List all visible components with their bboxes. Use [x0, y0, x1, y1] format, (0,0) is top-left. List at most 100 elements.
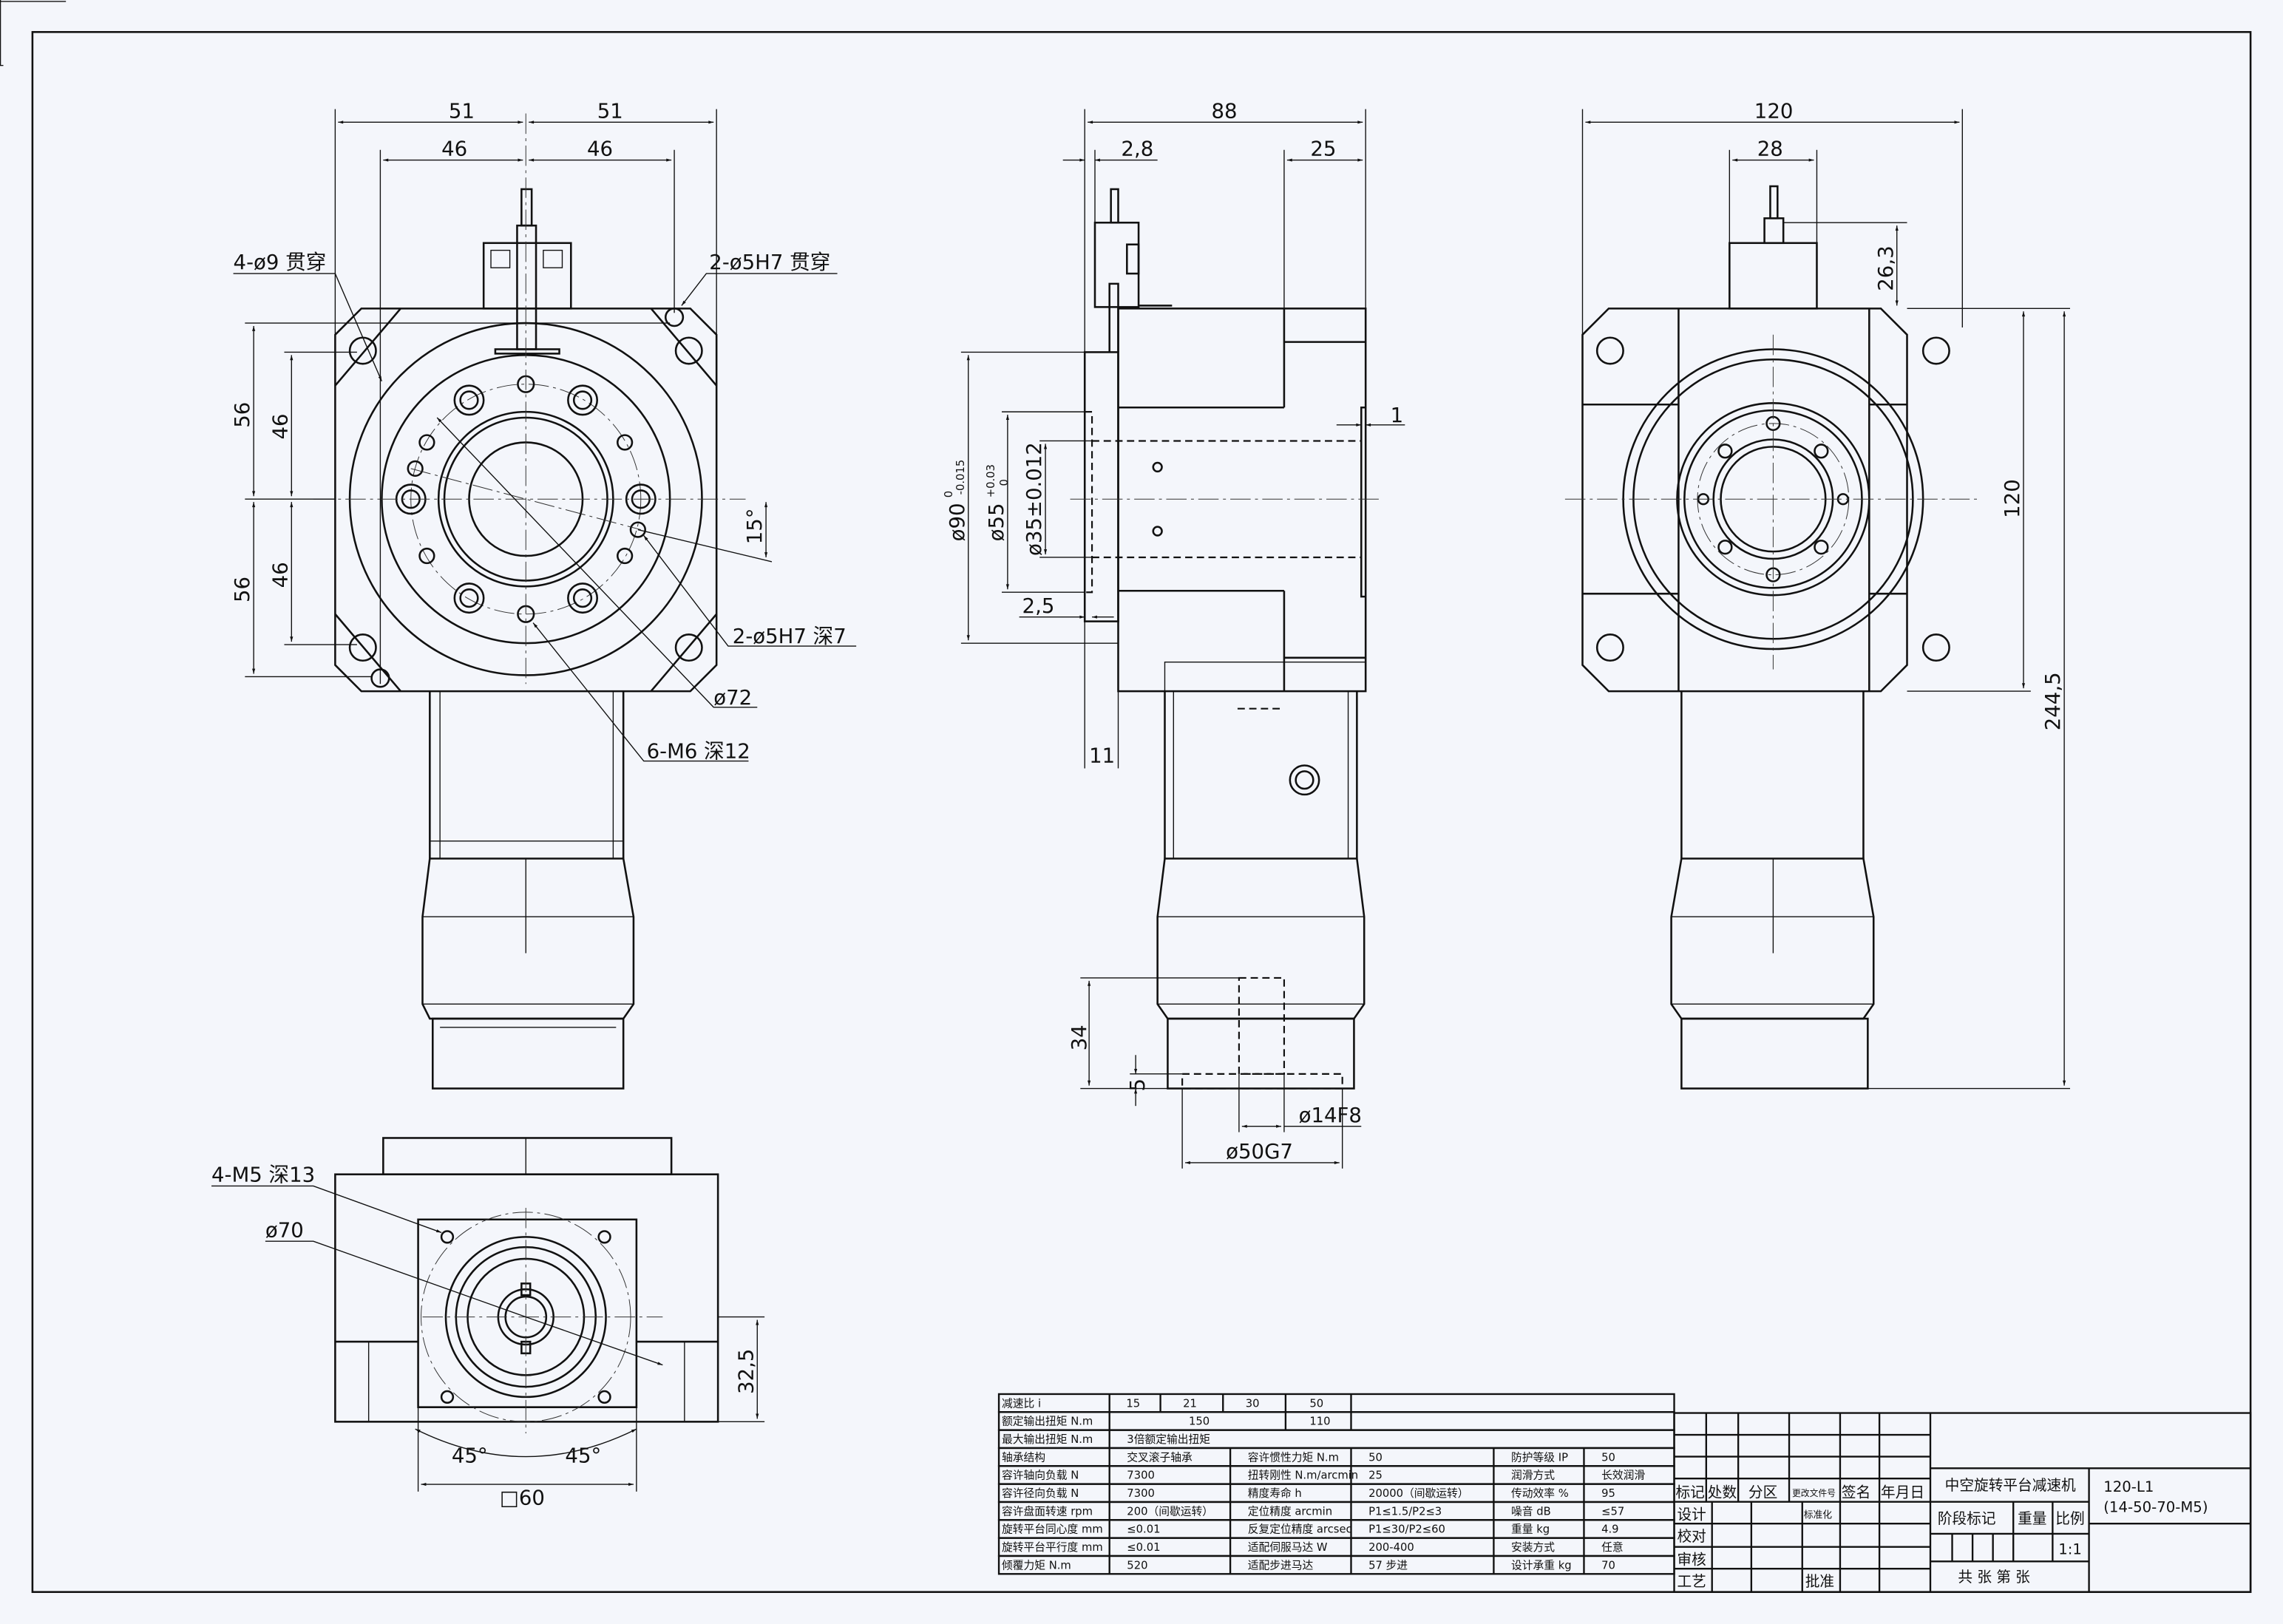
dim-45-left: 45° — [452, 1444, 488, 1467]
dim-2-8: 2,8 — [1121, 137, 1153, 161]
dim-phi35: ø35±0.012 — [1022, 442, 1046, 556]
spec-cell: 150 — [1189, 1416, 1210, 1428]
tb-header-change-doc: 更改文件号 — [1792, 1488, 1836, 1498]
dim-46-bottom: 46 — [268, 562, 292, 588]
dim-51-right: 51 — [597, 99, 623, 123]
spec-cell: 交叉滚子轴承 — [1127, 1450, 1193, 1464]
spec-cell: 定位精度 arcmin — [1248, 1505, 1332, 1518]
spec-cell: 21 — [1183, 1397, 1197, 1410]
dim-56-top: 56 — [231, 402, 254, 428]
callout-4-phi9-thru: 4-ø9 贯穿 — [234, 251, 327, 274]
spec-cell: 轴承结构 — [1002, 1451, 1045, 1464]
spec-cell: 旋转平台同心度 mm — [1002, 1523, 1103, 1536]
spec-cell: 反复定位精度 arcsec — [1248, 1523, 1352, 1536]
spec-row-border — [997, 1393, 1675, 1413]
title-block: 标记 处数 分区 更改文件号 签名 年月日 设计 校对 审核 工艺 标准化 批准… — [1673, 1412, 2252, 1593]
tb-role-design: 设计 — [1677, 1506, 1706, 1523]
dim-32-5: 32,5 — [734, 1349, 758, 1394]
dim-phi90-lower-tol: -0.015 — [954, 460, 967, 495]
tb-approval: 批准 — [1805, 1573, 1834, 1590]
dim-46-right: 46 — [587, 137, 613, 161]
bolt-holes — [395, 375, 657, 623]
dim-46-left: 46 — [441, 137, 467, 161]
spec-cell: ≤0.01 — [1127, 1541, 1160, 1554]
spec-row: 旋转平台同心度 mm ≤0.01 反复定位精度 arcsec P1≤30/P2≤60 重… — [997, 1519, 1675, 1539]
tb-role-process: 工艺 — [1677, 1573, 1706, 1590]
tb-header-mark: 标记 — [1675, 1484, 1704, 1501]
tb-header-signature: 签名 — [1842, 1484, 1870, 1501]
spec-cell: P1≤1.5/P2≤3 — [1368, 1505, 1442, 1518]
spec-row-border — [997, 1555, 1675, 1575]
dim-26-3: 26,3 — [1874, 245, 1898, 291]
tb-role-review: 审核 — [1677, 1551, 1706, 1568]
tb-sheets: 共 张 第 张 — [1958, 1569, 2030, 1586]
spec-cell: 扭转刚性 N.m/arcmin — [1248, 1470, 1358, 1482]
dim-phi55: ø55 — [985, 503, 1008, 541]
dim-phi50g7: ø50G7 — [1226, 1140, 1293, 1163]
dim-34: 34 — [1068, 1025, 1091, 1050]
spec-cell: 50 — [1309, 1397, 1323, 1410]
spec-cell: 倾覆力矩 N.m — [1002, 1559, 1071, 1572]
tb-product-name: 中空旋转平台减速机 — [1945, 1477, 2076, 1494]
dim-square-60: □60 — [500, 1487, 545, 1510]
dim-46-top: 46 — [268, 413, 292, 439]
callout-2-phi5h7-thru: 2-ø5H7 贯穿 — [709, 251, 830, 274]
tb-header-count: 处数 — [1708, 1484, 1737, 1501]
tb-standardization: 标准化 — [1804, 1509, 1833, 1521]
dim-88: 88 — [1211, 99, 1237, 123]
spec-cell: 设计承重 kg — [1511, 1559, 1572, 1572]
dim-15-degree: 15° — [743, 508, 767, 544]
spec-cell: 旋转平台平行度 mm — [1002, 1541, 1103, 1554]
dim-51-left: 51 — [449, 99, 475, 123]
dim-28: 28 — [1757, 137, 1783, 161]
spec-cell: 任意 — [1601, 1540, 1624, 1554]
tb-stage-mark: 阶段标记 — [1938, 1510, 1996, 1527]
tb-header-date: 年月日 — [1881, 1484, 1924, 1501]
spec-cell: 容许盘面转速 rpm — [1002, 1504, 1093, 1518]
spec-cell: 520 — [1127, 1559, 1147, 1572]
spec-cell: 7300 — [1127, 1487, 1155, 1500]
dim-phi90: ø90 — [946, 503, 969, 541]
spec-cell: 20000（间歇运转） — [1368, 1487, 1468, 1500]
callout-4-m5-deep13: 4-M5 深13 — [211, 1163, 315, 1187]
tb-model: 120-L1 — [2103, 1478, 2154, 1495]
spec-cell: 防护等级 IP — [1511, 1450, 1568, 1464]
spec-cell: ≤0.01 — [1127, 1523, 1160, 1536]
spec-cell: 容许惯性力矩 N.m — [1248, 1451, 1339, 1464]
spec-cell: 容许轴向负载 N — [1002, 1470, 1079, 1482]
spec-cell: 重量 kg — [1511, 1523, 1550, 1536]
spec-cell: 4.9 — [1601, 1523, 1618, 1536]
spec-cell: 110 — [1309, 1416, 1330, 1428]
tb-header-zone: 分区 — [1748, 1484, 1777, 1501]
spec-cell: 额定输出扭矩 N.m — [1002, 1416, 1093, 1428]
spec-cell: 3倍额定输出扭矩 — [1127, 1433, 1210, 1446]
spec-cell: 57 步进 — [1368, 1559, 1408, 1572]
spec-cell: 适配伺服马达 W — [1248, 1541, 1328, 1554]
spec-cell: 适配步进马达 — [1248, 1559, 1314, 1572]
spec-cell: 安装方式 — [1511, 1541, 1555, 1554]
callout-phi70: ø70 — [265, 1218, 304, 1242]
spec-row-border — [997, 1411, 1675, 1431]
callout-2-phi5h7-deep7: 2-ø5H7 深7 — [733, 625, 847, 648]
dim-phi90-upper-tol: 0 — [943, 491, 955, 497]
callout-phi72: ø72 — [713, 686, 752, 710]
spec-cell: P1≤30/P2≤60 — [1368, 1523, 1445, 1536]
spec-row-border — [997, 1429, 1675, 1450]
spec-cell: 200（间歇运转） — [1127, 1505, 1213, 1518]
spec-cell: 噪音 dB — [1511, 1505, 1551, 1518]
spec-cell: 容许径向负载 N — [1002, 1487, 1079, 1500]
spec-cell: ≤57 — [1601, 1505, 1624, 1518]
tb-scale-label: 比例 — [2055, 1510, 2084, 1527]
dim-phi55-lower-tol: 0 — [998, 479, 1011, 486]
spec-row: 容许盘面转速 rpm 200（间歇运转） 定位精度 arcmin P1≤1.5/P2≤… — [997, 1501, 1675, 1521]
dim-5: 5 — [1126, 1078, 1150, 1092]
dim-2-5: 2,5 — [1022, 594, 1055, 618]
spec-cell: 95 — [1601, 1487, 1615, 1500]
spec-cell: 30 — [1246, 1397, 1260, 1410]
